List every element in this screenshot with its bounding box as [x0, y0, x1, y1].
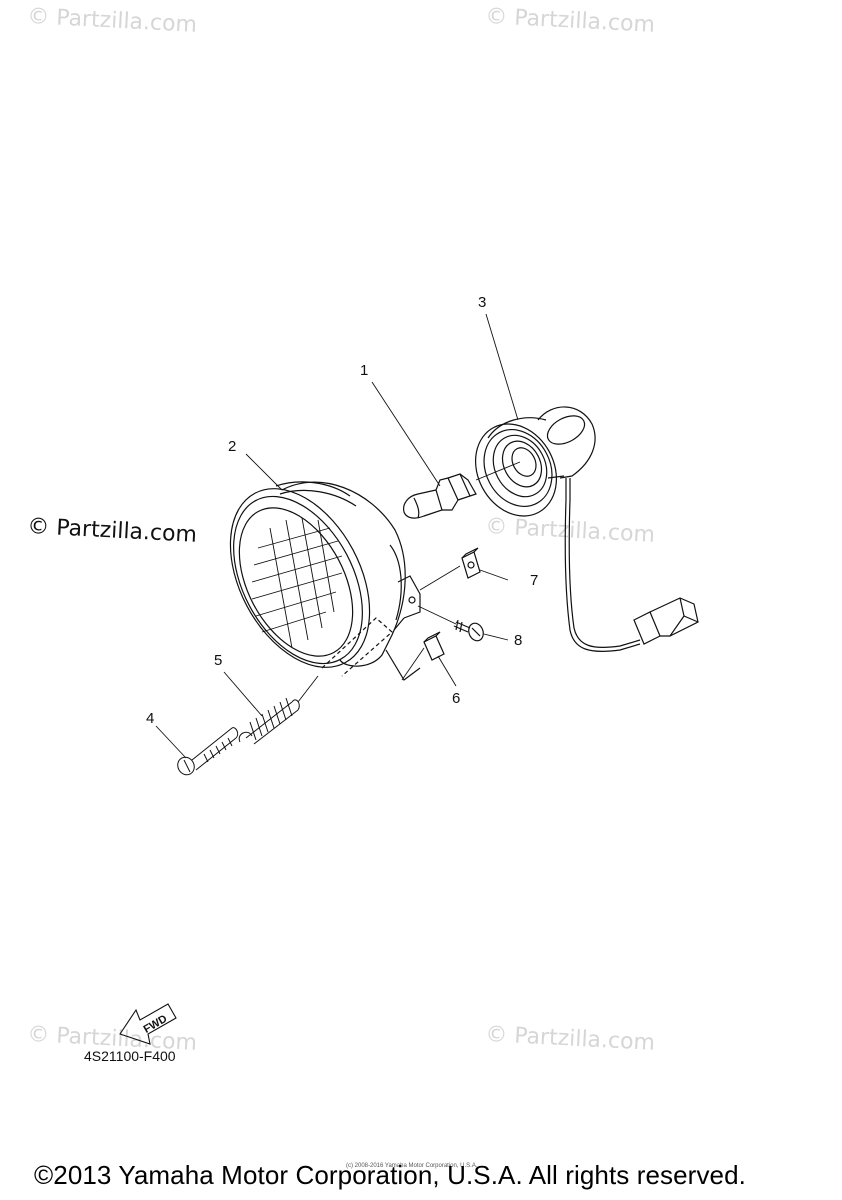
callout-4: 4 [146, 710, 155, 727]
callout-5: 5 [214, 652, 223, 669]
callout-3: 3 [478, 294, 487, 311]
diagram-code: 4S21100-F400 [84, 1048, 176, 1064]
lens-grid [251, 517, 343, 649]
assembly-lines [297, 461, 521, 703]
nut-part-6 [423, 631, 445, 661]
callout-7: 7 [530, 572, 539, 589]
adjust-screw-part-4 [177, 727, 239, 776]
callout-2: 2 [228, 438, 237, 455]
nut-part-7 [461, 547, 481, 579]
copyright-footer: ©2013 Yamaha Motor Corporation, U.S.A. A… [34, 1160, 746, 1190]
screw-part-8 [453, 619, 484, 642]
socket-boot [474, 406, 699, 652]
callout-1: 1 [360, 362, 369, 379]
headlight-housing [229, 481, 421, 681]
fine-print: (c) 2008-2016 Yamaha Motor Corporation, … [346, 1163, 478, 1169]
callout-6: 6 [452, 690, 461, 707]
bulb [403, 473, 477, 519]
spring-part-5 [238, 697, 300, 745]
leader-lines [155, 313, 519, 759]
fwd-direction-arrow: FWD [119, 1003, 177, 1045]
callout-8: 8 [514, 632, 523, 649]
